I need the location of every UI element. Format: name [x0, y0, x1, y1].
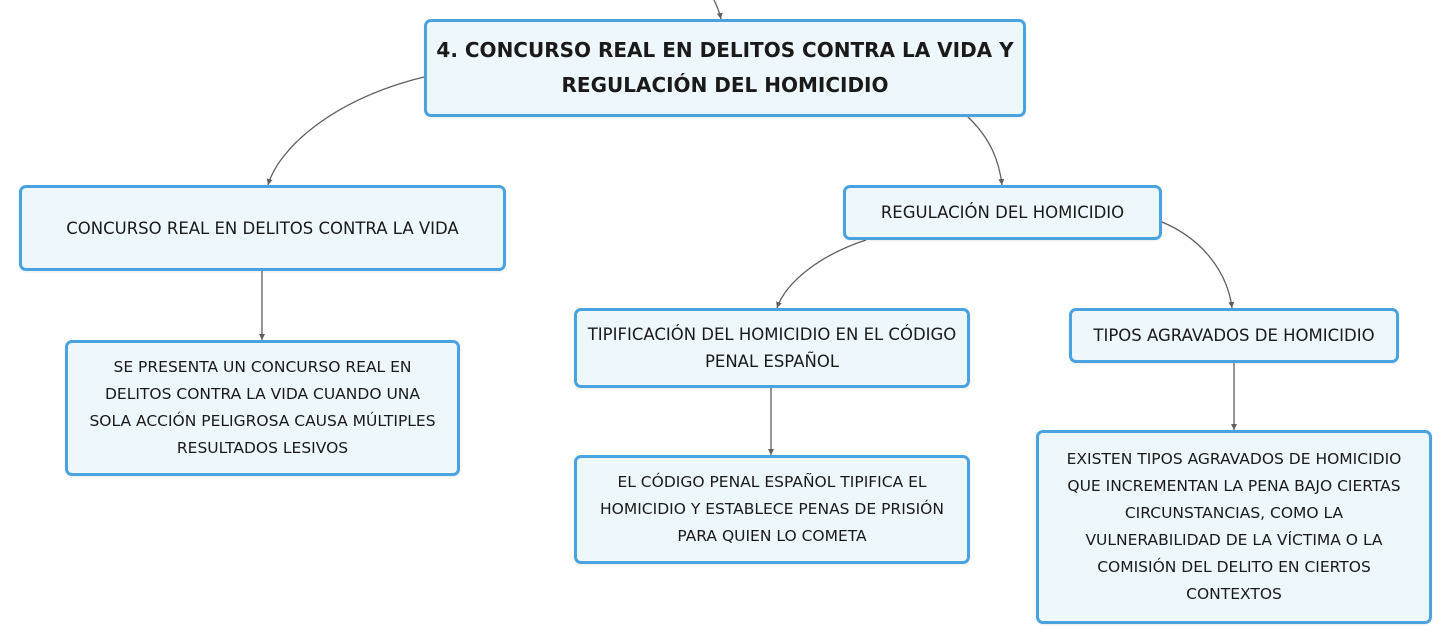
topic-label-concurso-real: CONCURSO REAL EN DELITOS CONTRA LA VIDA: [66, 218, 459, 238]
description-line: COMISIÓN DEL DELITO EN CIERTOS: [1097, 558, 1371, 576]
connector-root-to-regulacion: [967, 116, 1005, 186]
subtopic-label-tipificacion-line-2: PENAL ESPAÑOL: [704, 352, 840, 371]
connector-root-to-concurso: [266, 76, 425, 186]
subtopic-node-tipos-agravados[interactable]: TIPOS AGRAVADOS DE HOMICIDIO: [1069, 308, 1399, 363]
connector-parent-to-root: [713, 0, 723, 20]
description-line: EL CÓDIGO PENAL ESPAÑOL TIPIFICA EL: [617, 473, 927, 491]
description-line: QUE INCREMENTAN LA PENA BAJO CIERTAS: [1067, 477, 1401, 495]
description-line: VULNERABILIDAD DE LA VÍCTIMA O LA: [1085, 531, 1383, 549]
topic-node-concurso-real[interactable]: CONCURSO REAL EN DELITOS CONTRA LA VIDA: [19, 185, 506, 271]
subtopic-node-tipos-agravados-description[interactable]: EXISTEN TIPOS AGRAVADOS DE HOMICIDIO QUE…: [1036, 430, 1432, 624]
description-line: PARA QUIEN LO COMETA: [677, 527, 867, 545]
description-line: CONTEXTOS: [1186, 585, 1282, 603]
description-line: SOLA ACCIÓN PELIGROSA CAUSA MÚLTIPLES: [89, 412, 436, 430]
root-topic-line-2: REGULACIÓN DEL HOMICIDIO: [561, 73, 889, 97]
description-line: EXISTEN TIPOS AGRAVADOS DE HOMICIDIO: [1066, 450, 1402, 468]
description-line: DELITOS CONTRA LA VIDA CUANDO UNA: [105, 385, 420, 403]
description-line: CIRCUNSTANCIAS, COMO LA: [1124, 504, 1344, 522]
root-topic-line-1: 4. CONCURSO REAL EN DELITOS CONTRA LA VI…: [436, 38, 1014, 62]
description-line: RESULTADOS LESIVOS: [176, 439, 349, 457]
description-line: HOMICIDIO Y ESTABLECE PENAS DE PRISIÓN: [600, 500, 944, 518]
root-topic-node[interactable]: 4. CONCURSO REAL EN DELITOS CONTRA LA VI…: [424, 19, 1026, 117]
topic-node-regulacion-homicidio[interactable]: REGULACIÓN DEL HOMICIDIO: [843, 185, 1162, 240]
subtopic-node-tipificacion[interactable]: TIPIFICACIÓN DEL HOMICIDIO EN EL CÓDIGO …: [574, 308, 970, 388]
subtopic-label-tipos-agravados: TIPOS AGRAVADOS DE HOMICIDIO: [1093, 326, 1375, 345]
description-line: SE PRESENTA UN CONCURSO REAL EN: [113, 358, 412, 376]
connector-regulacion-to-tipos: [1161, 221, 1235, 309]
subtopic-label-tipificacion-line-1: TIPIFICACIÓN DEL HOMICIDIO EN EL CÓDIGO: [587, 325, 957, 344]
connector-regulacion-to-tipificacion: [776, 239, 867, 309]
subtopic-node-concurso-description[interactable]: SE PRESENTA UN CONCURSO REAL EN DELITOS …: [65, 340, 460, 476]
subtopic-node-tipificacion-description[interactable]: EL CÓDIGO PENAL ESPAÑOL TIPIFICA EL HOMI…: [574, 455, 970, 564]
topic-label-regulacion-homicidio: REGULACIÓN DEL HOMICIDIO: [880, 203, 1125, 222]
